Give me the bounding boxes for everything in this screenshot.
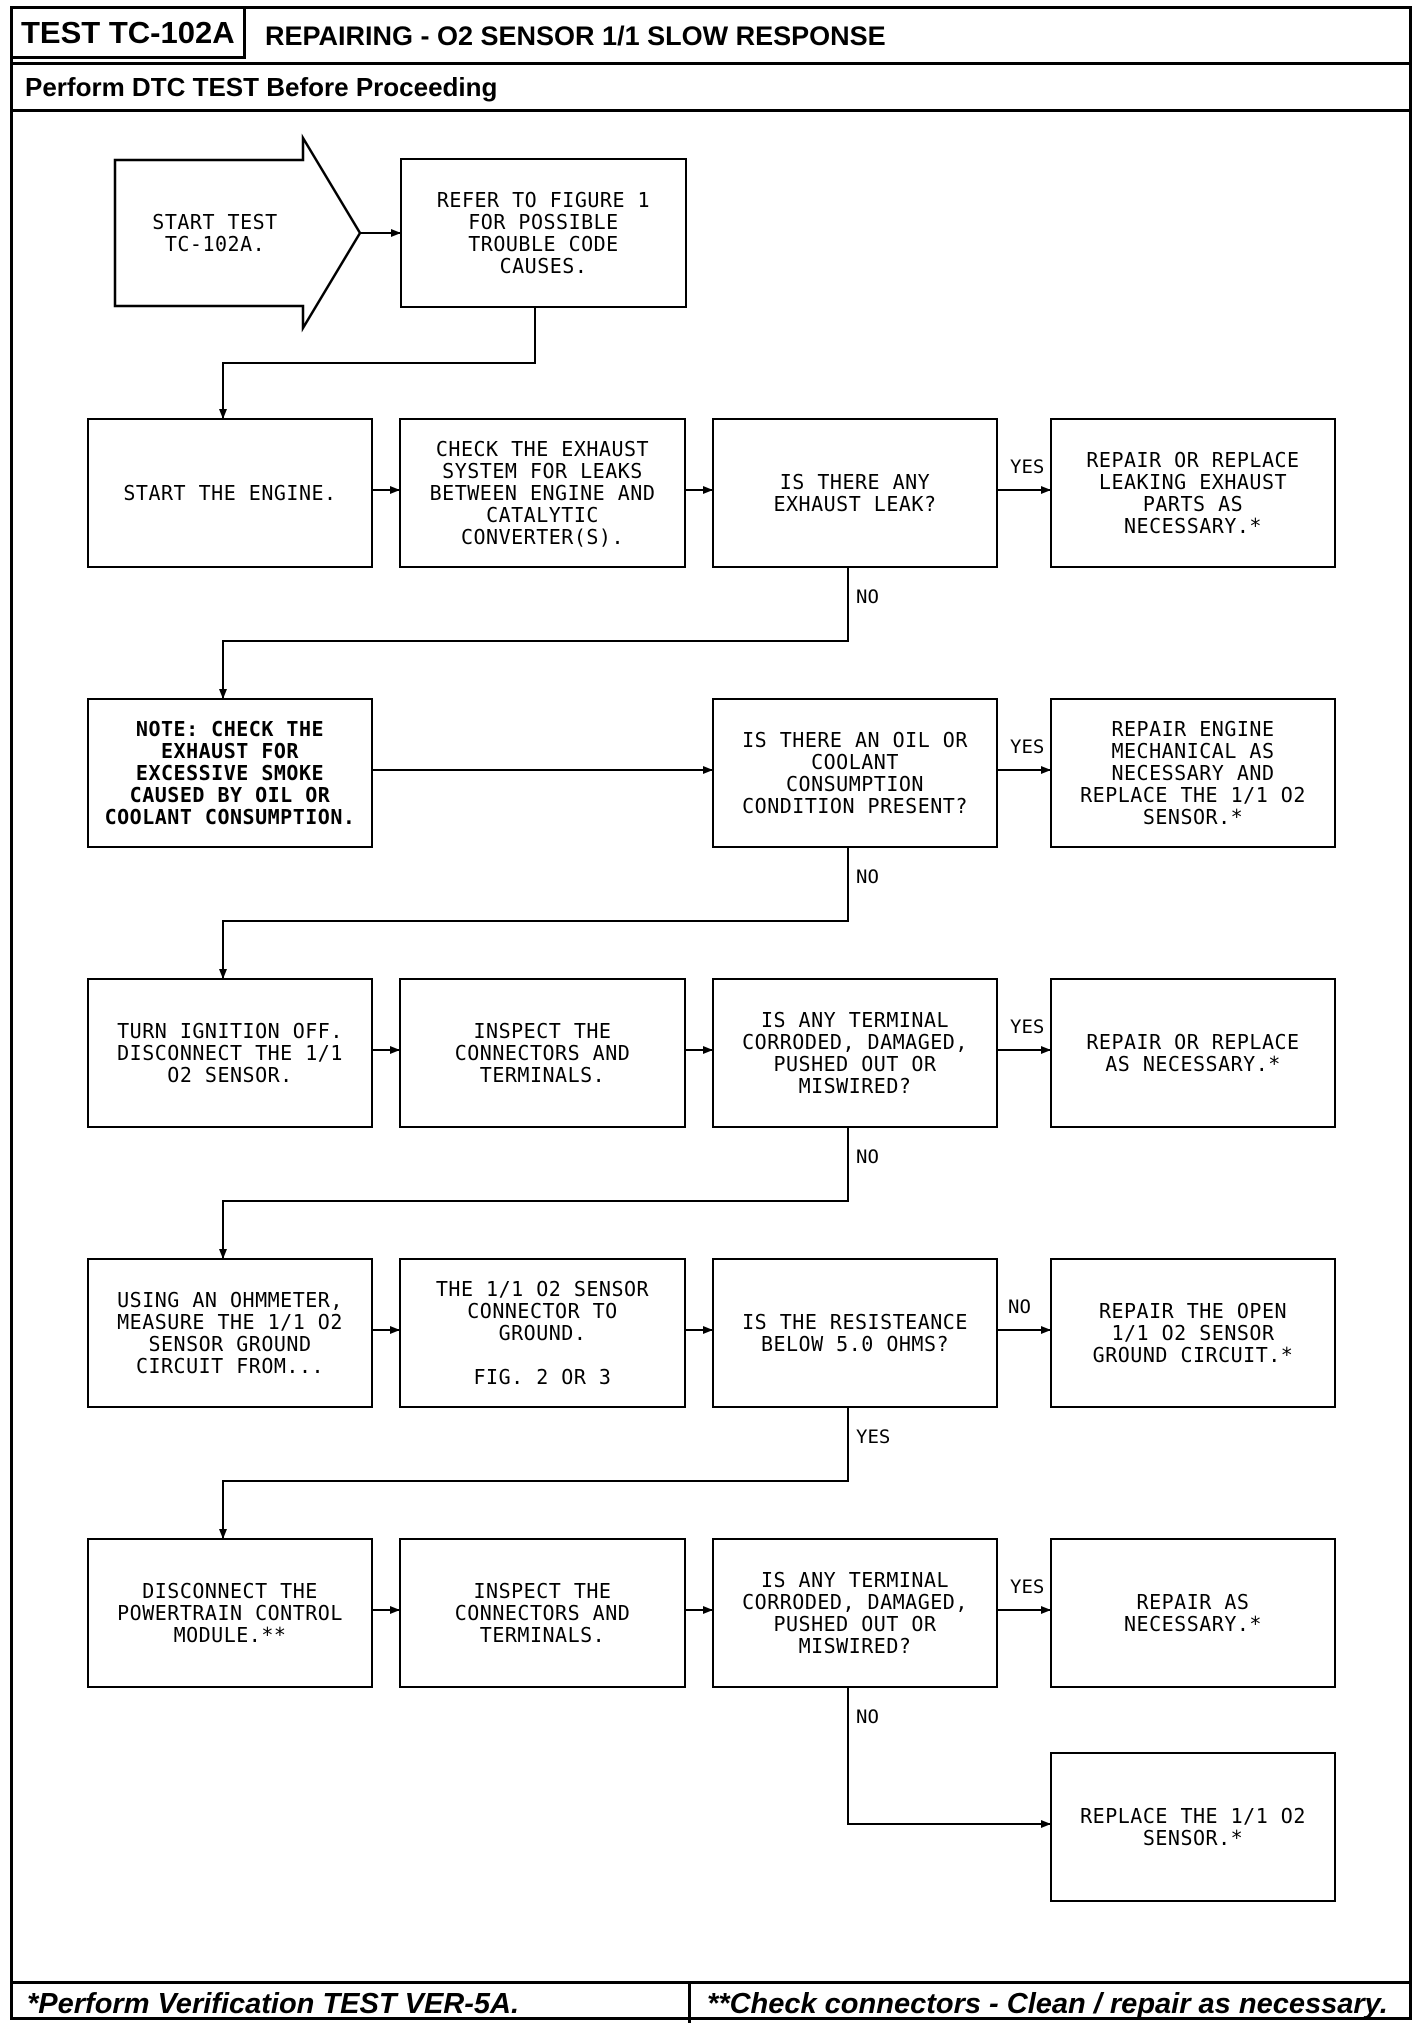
refer-figure-box: REFER TO FIGURE 1 FOR POSSIBLE TROUBLE C…	[400, 158, 687, 308]
check-exhaust-text: CHECK THE EXHAUST SYSTEM FOR LEAKS BETWE…	[429, 437, 656, 549]
row3-yes-label: YES	[1010, 1016, 1045, 1038]
check-exhaust-box: CHECK THE EXHAUST SYSTEM FOR LEAKS BETWE…	[399, 418, 686, 568]
start-engine-box: START THE ENGINE.	[87, 418, 373, 568]
repair-ground-circuit-box: REPAIR THE OPEN 1/1 O2 SENSOR GROUND CIR…	[1050, 1258, 1336, 1408]
inspect-pcm-connectors-text: INSPECT THE CONNECTORS AND TERMINALS.	[454, 1579, 631, 1647]
ohmmeter-measure-text: USING AN OHMMETER, MEASURE THE 1/1 O2 SE…	[117, 1288, 343, 1378]
terminal-question-text: IS ANY TERMINAL CORRODED, DAMAGED, PUSHE…	[742, 1008, 968, 1098]
repair-ground-circuit-text: REPAIR THE OPEN 1/1 O2 SENSOR GROUND CIR…	[1092, 1299, 1294, 1367]
connector-r2-no	[219, 846, 849, 979]
row1-yes-label: YES	[1010, 456, 1045, 478]
replace-sensor-text: REPLACE THE 1/1 O2 SENSOR.*	[1080, 1804, 1306, 1850]
repair-as-necessary-text: REPAIR AS NECESSARY.*	[1124, 1590, 1262, 1636]
footer-separator	[688, 1981, 691, 2023]
row1-no-label: NO	[856, 586, 879, 608]
connector-r4-yes	[219, 1406, 849, 1539]
oil-coolant-question-text: IS THERE AN OIL OR COOLANT CONSUMPTION C…	[742, 728, 968, 818]
header-divider	[13, 109, 1409, 112]
start-test-text: START TEST TC-102A.	[152, 209, 278, 256]
replace-sensor-box: REPLACE THE 1/1 O2 SENSOR.*	[1050, 1752, 1336, 1902]
sensor-connector-ground-box: THE 1/1 O2 SENSOR CONNECTOR TO GROUND. F…	[399, 1258, 686, 1408]
exhaust-leak-question-box: IS THERE ANY EXHAUST LEAK?	[712, 418, 998, 568]
row2-yes-label: YES	[1010, 736, 1045, 758]
ohmmeter-measure-box: USING AN OHMMETER, MEASURE THE 1/1 O2 SE…	[87, 1258, 373, 1408]
connector-refer-row1	[219, 308, 536, 419]
inspect-connectors-text: INSPECT THE CONNECTORS AND TERMINALS.	[454, 1019, 631, 1087]
start-test-label: START TEST TC-102A.	[130, 180, 300, 285]
disconnect-pcm-text: DISCONNECT THE POWERTRAIN CONTROL MODULE…	[117, 1579, 343, 1647]
inspect-connectors-box: INSPECT THE CONNECTORS AND TERMINALS.	[399, 978, 686, 1128]
repair-exhaust-box: REPAIR OR REPLACE LEAKING EXHAUST PARTS …	[1050, 418, 1336, 568]
note-smoke-box: NOTE: CHECK THE EXHAUST FOR EXCESSIVE SM…	[87, 698, 373, 848]
oil-coolant-question-box: IS THERE AN OIL OR COOLANT CONSUMPTION C…	[712, 698, 998, 848]
test-id: TEST TC-102A	[13, 9, 246, 59]
refer-figure-text: REFER TO FIGURE 1 FOR POSSIBLE TROUBLE C…	[436, 188, 651, 278]
row5-no-label: NO	[856, 1706, 879, 1728]
header-divider	[13, 62, 1409, 65]
turn-ignition-off-text: TURN IGNITION OFF. DISCONNECT THE 1/1 O2…	[117, 1019, 343, 1087]
row2-no-label: NO	[856, 866, 879, 888]
resistance-question-box: IS THE RESISTEANCE BELOW 5.0 OHMS?	[712, 1258, 998, 1408]
row4-yes-label: YES	[856, 1426, 891, 1448]
connector-r3-no	[219, 1126, 849, 1259]
repair-engine-text: REPAIR ENGINE MECHANICAL AS NECESSARY AN…	[1080, 717, 1306, 829]
footer-divider	[13, 1981, 1409, 1984]
sensor-connector-ground-text: THE 1/1 O2 SENSOR CONNECTOR TO GROUND. F…	[435, 1277, 650, 1389]
repair-engine-box: REPAIR ENGINE MECHANICAL AS NECESSARY AN…	[1050, 698, 1336, 848]
note-smoke-text: NOTE: CHECK THE EXHAUST FOR EXCESSIVE SM…	[104, 717, 356, 829]
turn-ignition-off-box: TURN IGNITION OFF. DISCONNECT THE 1/1 O2…	[87, 978, 373, 1128]
start-engine-text: START THE ENGINE.	[123, 481, 337, 505]
page-title: REPAIRING - O2 SENSOR 1/1 SLOW RESPONSE	[265, 21, 886, 51]
repair-replace-text: REPAIR OR REPLACE AS NECESSARY.*	[1086, 1030, 1300, 1076]
repair-exhaust-text: REPAIR OR REPLACE LEAKING EXHAUST PARTS …	[1086, 448, 1300, 538]
resistance-question-text: IS THE RESISTEANCE BELOW 5.0 OHMS?	[742, 1310, 968, 1356]
inspect-pcm-connectors-box: INSPECT THE CONNECTORS AND TERMINALS.	[399, 1538, 686, 1688]
pcm-terminal-question-box: IS ANY TERMINAL CORRODED, DAMAGED, PUSHE…	[712, 1538, 998, 1688]
row3-no-label: NO	[856, 1146, 879, 1168]
footer-note-verification: *Perform Verification TEST VER-5A.	[27, 1988, 520, 2020]
connector-r1-no	[219, 566, 849, 699]
start-arrow-shape	[113, 133, 362, 333]
disconnect-pcm-box: DISCONNECT THE POWERTRAIN CONTROL MODULE…	[87, 1538, 373, 1688]
terminal-question-box: IS ANY TERMINAL CORRODED, DAMAGED, PUSHE…	[712, 978, 998, 1128]
footer-note-connectors: **Check connectors - Clean / repair as n…	[707, 1988, 1388, 2020]
row5-yes-label: YES	[1010, 1576, 1045, 1598]
connector-r5-no	[847, 1686, 1051, 1828]
row4-no-label: NO	[1008, 1296, 1031, 1318]
pcm-terminal-question-text: IS ANY TERMINAL CORRODED, DAMAGED, PUSHE…	[742, 1568, 968, 1658]
exhaust-leak-question-text: IS THERE ANY EXHAUST LEAK?	[773, 470, 937, 516]
repair-replace-box: REPAIR OR REPLACE AS NECESSARY.*	[1050, 978, 1336, 1128]
page-subtitle: Perform DTC TEST Before Proceeding	[25, 72, 498, 102]
repair-as-necessary-box: REPAIR AS NECESSARY.*	[1050, 1538, 1336, 1688]
